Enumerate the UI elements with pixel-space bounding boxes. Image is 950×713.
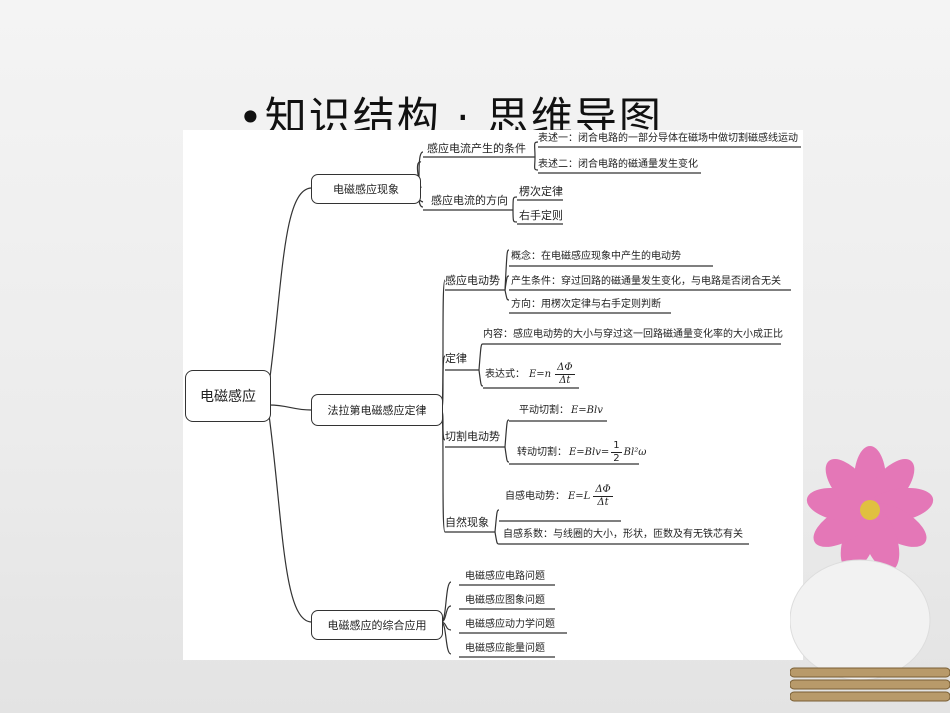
expression-numerator: ΔΦ — [555, 362, 575, 375]
leaf-lenz-law: 楞次定律 — [519, 185, 563, 198]
connector-lines — [268, 141, 801, 658]
self-emf-numerator: ΔΦ — [593, 484, 613, 497]
translational-label: 平动切割： — [519, 405, 569, 416]
sub-node-natural-phenomenon: 自然现象 — [445, 516, 489, 529]
sub-node-law: 定律 — [445, 352, 467, 365]
leaf-self-inductance: 自感系数：与线圈的大小，形状，匝数及有无铁芯有关 — [503, 529, 743, 540]
leaf-statement-2: 表述二：闭合电路的磁通量发生变化 — [538, 159, 698, 170]
leaf-dynamics-problem: 电磁感应动力学问题 — [465, 619, 555, 630]
leaf-translational-cutting: 平动切割： E=Blv — [519, 404, 603, 418]
leaf-rotational-cutting: 转动切割： E=Blv= 1 2 Bl²ω — [517, 440, 646, 465]
self-emf-fraction: ΔΦ Δt — [593, 484, 613, 509]
branch-node-phenomenon: 电磁感应现象 — [311, 174, 421, 204]
mind-map: 电磁感应 电磁感应现象 感应电流产生的条件 表述一：闭合电路的一部分导体在磁场中… — [183, 130, 803, 660]
sub-node-current-condition: 感应电流产生的条件 — [427, 142, 526, 155]
expression-denominator: Δt — [559, 375, 571, 386]
expression-label: 表达式： — [485, 368, 525, 380]
rotational-tail: Bl²ω — [623, 446, 647, 458]
flower-decoration — [790, 446, 950, 702]
sub-node-induced-emf: 感应电动势 — [445, 274, 500, 287]
branch-node-faraday: 法拉第电磁感应定律 — [311, 394, 443, 426]
sub-node-current-direction: 感应电流的方向 — [431, 194, 508, 207]
leaf-law-expression: 表达式： E=n ΔΦ Δt — [485, 362, 575, 387]
expression-fraction: ΔΦ Δt — [555, 362, 575, 387]
leaf-self-induction-emf: 自感电动势： E=L ΔΦ Δt — [505, 484, 613, 509]
self-emf-label: 自感电动势： — [505, 490, 565, 502]
leaf-energy-problem: 电磁感应能量问题 — [465, 643, 545, 654]
self-emf-denominator: Δt — [597, 497, 609, 508]
leaf-statement-1: 表述一：闭合电路的一部分导体在磁场中做切割磁感线运动 — [538, 133, 798, 144]
expression-lhs: E=n — [529, 368, 552, 380]
leaf-graph-problem: 电磁感应图象问题 — [465, 595, 545, 606]
self-emf-lhs: E=L — [568, 490, 591, 502]
sub-node-cutting-emf: 切割电动势 — [445, 430, 500, 443]
leaf-law-content: 内容：感应电动势的大小与穿过这一回路磁通量变化率的大小成正比 — [483, 329, 783, 340]
leaf-emf-concept: 概念：在电磁感应现象中产生的电动势 — [511, 251, 681, 262]
rotational-formula: E=Blv= — [569, 446, 610, 458]
root-node: 电磁感应 — [185, 370, 271, 422]
leaf-emf-direction: 方向：用楞次定律与右手定则判断 — [511, 299, 661, 310]
rotational-label: 转动切割： — [517, 446, 567, 458]
rotational-numerator: 1 — [611, 440, 622, 453]
leaf-circuit-problem: 电磁感应电路问题 — [465, 571, 545, 582]
branch-node-application: 电磁感应的综合应用 — [311, 610, 443, 640]
leaf-emf-condition: 产生条件：穿过回路的磁通量发生变化，与电路是否闭合无关 — [511, 276, 781, 287]
rotational-fraction: 1 2 — [611, 440, 622, 465]
leaf-right-hand-rule: 右手定则 — [519, 209, 563, 222]
translational-formula: E=Blv — [571, 405, 603, 416]
rotational-denominator: 2 — [613, 453, 620, 464]
